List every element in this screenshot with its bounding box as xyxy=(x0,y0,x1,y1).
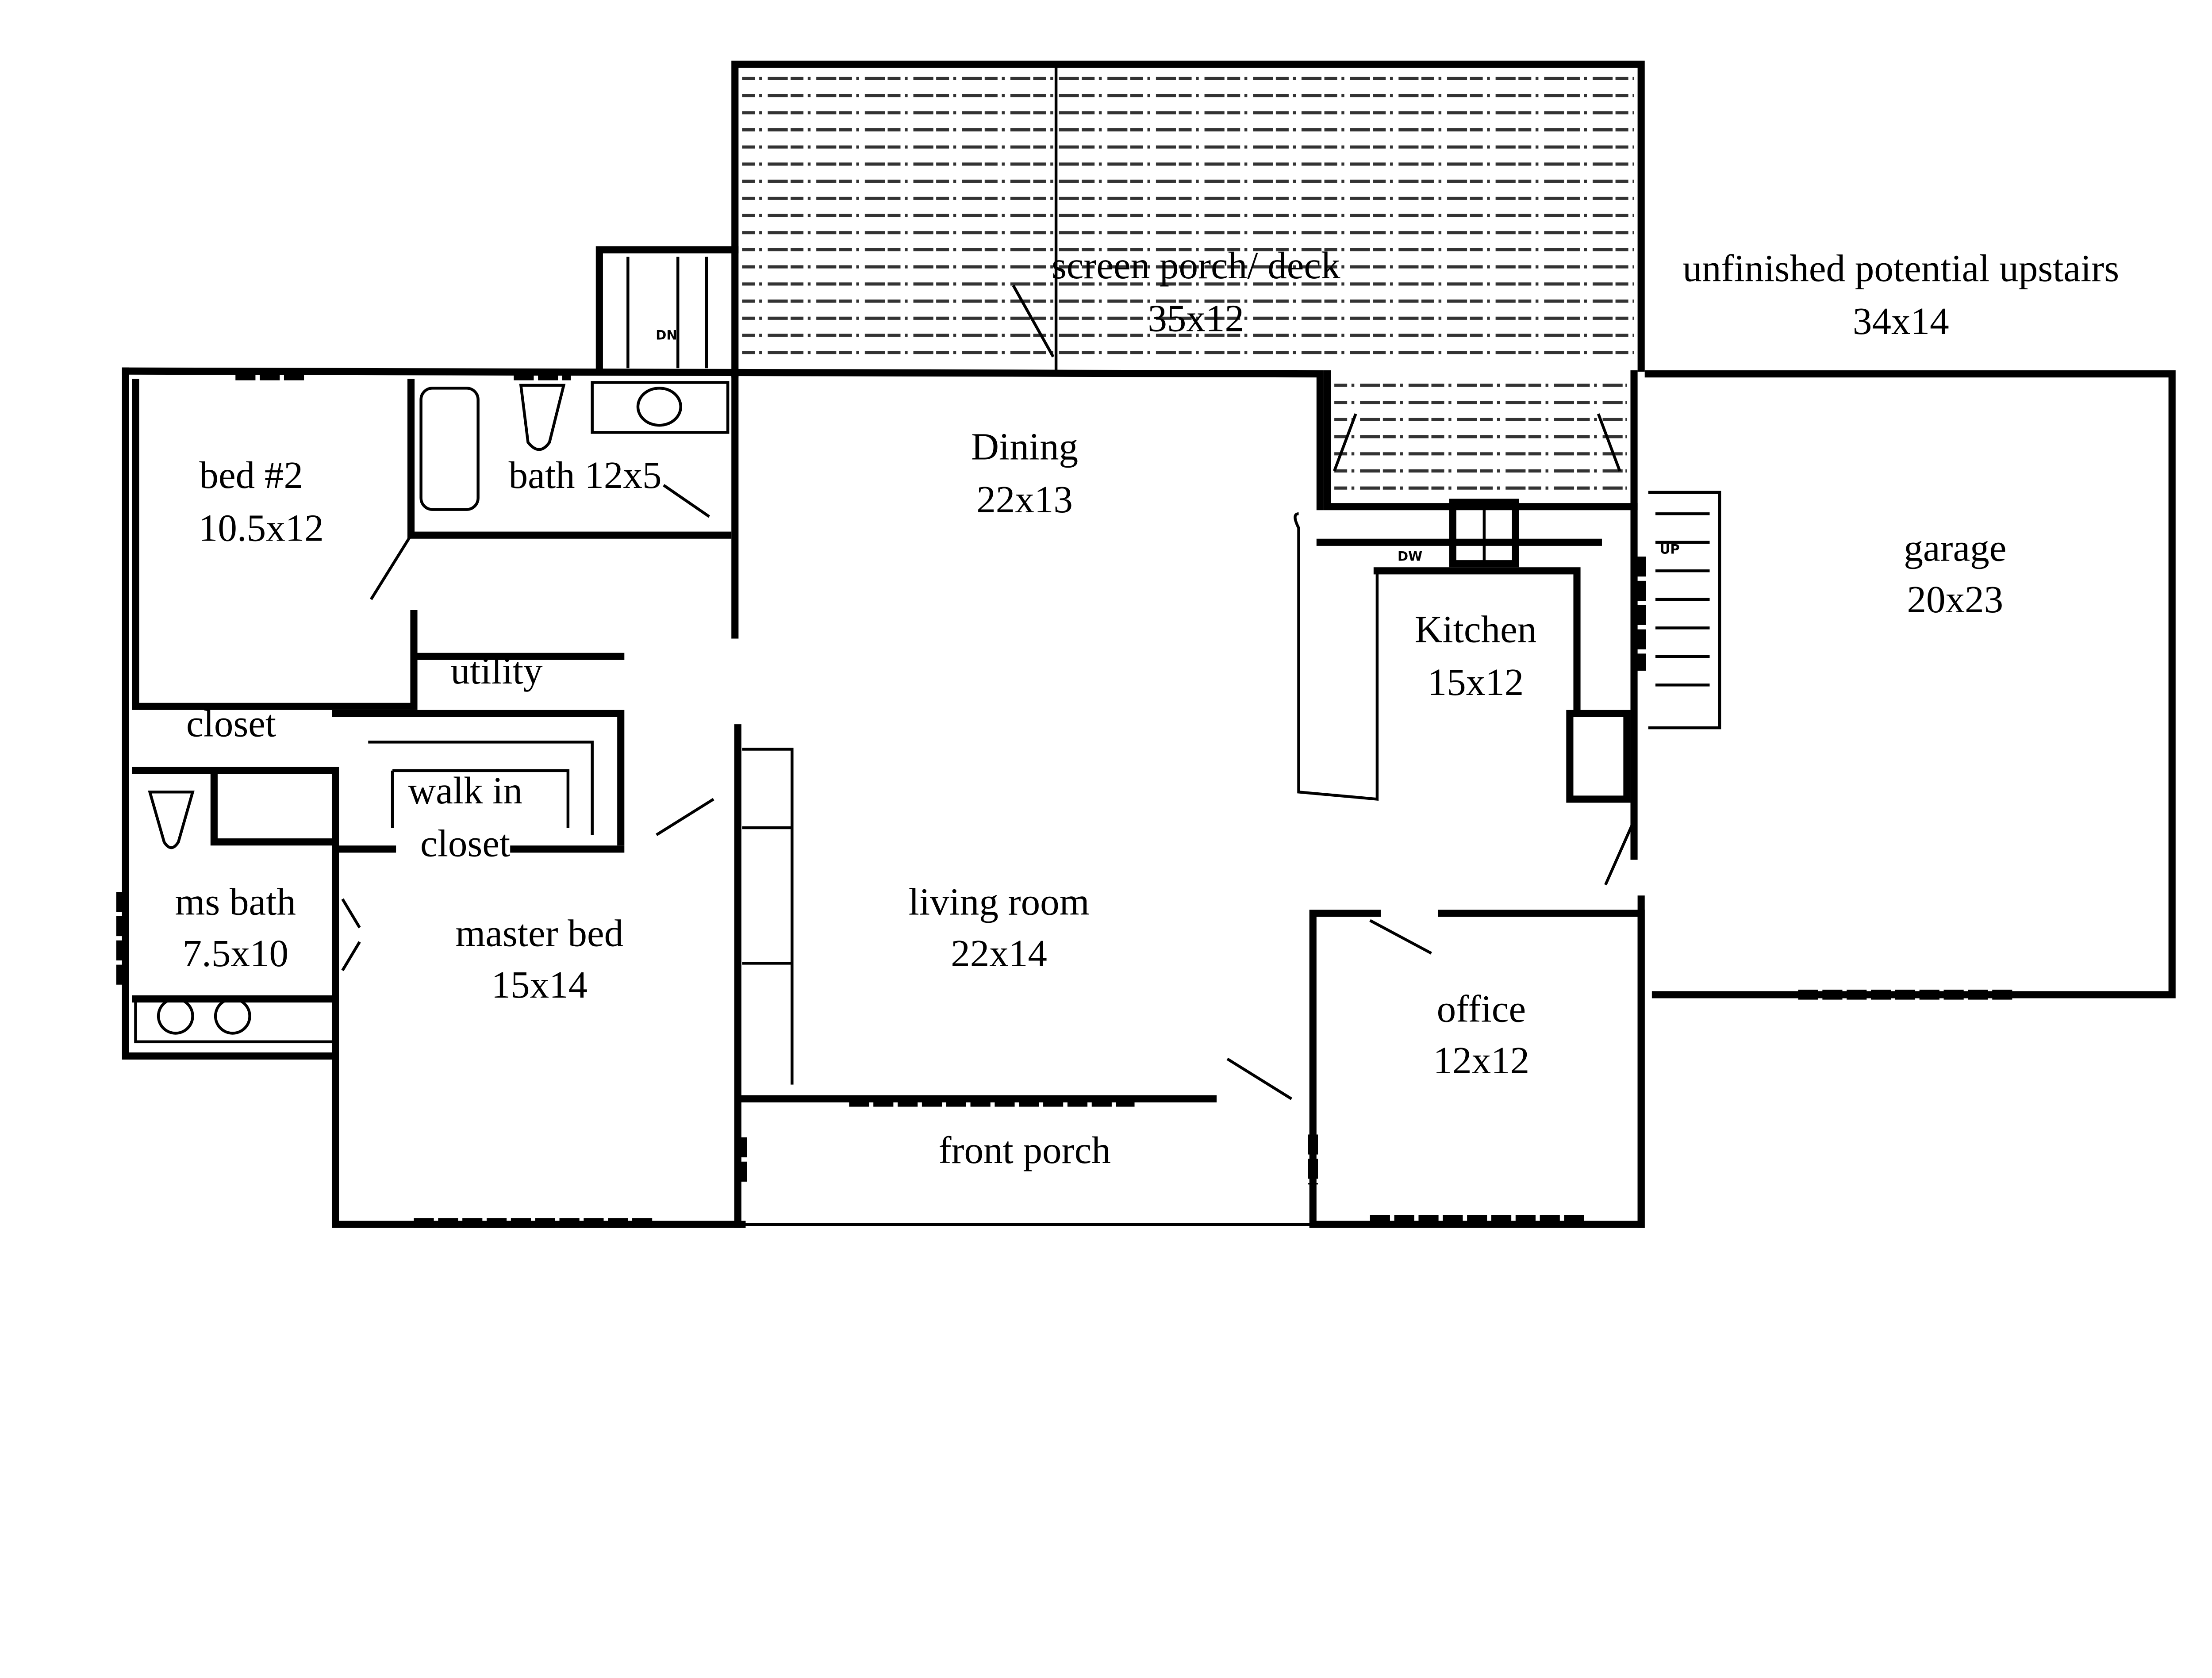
label-unfinished-upstairs: unfinished potential upstairs xyxy=(1682,246,2119,289)
dishwasher-label: DW xyxy=(1398,549,1422,564)
size-master-bed: 15x14 xyxy=(492,963,588,1006)
size-garage: 20x23 xyxy=(1907,578,2004,621)
label-living-room: living room xyxy=(909,880,1090,923)
label-bath: bath 12x5 xyxy=(509,453,662,496)
label-utility: utility xyxy=(451,649,543,692)
label-screen-porch: screen porch/ deck xyxy=(1052,244,1340,287)
size-bed2: 10.5x12 xyxy=(199,507,324,549)
size-office: 12x12 xyxy=(1433,1039,1530,1082)
size-unfinished-upstairs: 34x14 xyxy=(1853,300,1949,342)
label-ms-bath: ms bath xyxy=(175,880,296,923)
label-office: office xyxy=(1437,987,1526,1030)
windows xyxy=(116,370,2012,1228)
label-closet: closet xyxy=(186,702,276,745)
room-labels: screen porch/ deck 35x12 unfinished pote… xyxy=(175,244,2120,1171)
label-kitchen: Kitchen xyxy=(1415,608,1537,651)
porch-deck-hatching xyxy=(742,77,1634,490)
size-screen-porch: 35x12 xyxy=(1148,296,1244,339)
size-living-room: 22x14 xyxy=(951,932,1047,975)
size-kitchen: 15x12 xyxy=(1428,660,1524,703)
stairs-up-label: UP xyxy=(1660,542,1680,557)
size-dining: 22x13 xyxy=(976,478,1073,521)
floor-plan: screen porch/ deck 35x12 unfinished pote… xyxy=(116,61,2176,1228)
label-walk-in-closet: closet xyxy=(420,822,510,864)
label-dining: Dining xyxy=(971,425,1078,468)
label-bed2: bed #2 xyxy=(199,453,303,496)
label-master-bed: master bed xyxy=(456,912,624,955)
label-front-porch: front porch xyxy=(938,1129,1110,1171)
size-ms-bath: 7.5x10 xyxy=(183,932,288,975)
label-walk-in: walk in xyxy=(408,769,522,812)
stairs-down-label: DN xyxy=(656,328,677,343)
label-garage: garage xyxy=(1904,526,2006,569)
walls xyxy=(122,61,2176,1228)
